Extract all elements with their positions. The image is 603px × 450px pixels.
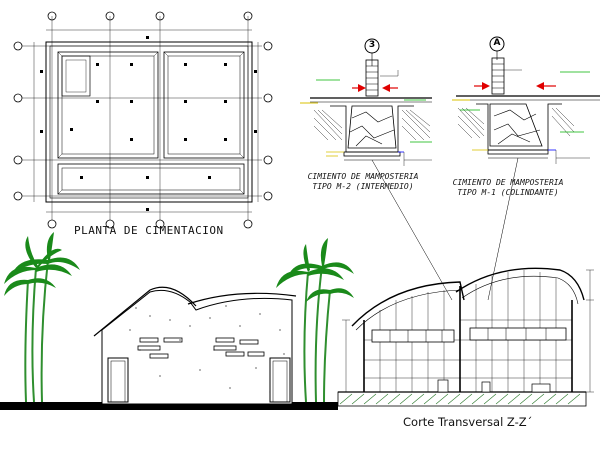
section-title: Corte Transversal Z-Z´ (403, 415, 533, 429)
detail-m2-title: CIMIENTO DE MAMPOSTERIA TIPO M-2 (INTERM… (298, 172, 428, 192)
plan-title: PLANTA DE CIMENTACION (74, 224, 224, 237)
detail-m1-title: CIMIENTO DE MAMPOSTERIA TIPO M-1 (COLIND… (448, 178, 568, 198)
axis-tag-a: A (493, 38, 501, 48)
palm-trees-left (4, 232, 80, 403)
leader-line (371, 159, 453, 301)
section-zz (337, 267, 594, 407)
foundation-plan (13, 11, 273, 229)
detail-m1-title-line1: CIMIENTO DE MAMPOSTERIA (452, 178, 564, 187)
elevation (0, 286, 338, 410)
detail-m1 (452, 36, 600, 164)
leader-line (487, 157, 519, 301)
palm-trees-right (276, 238, 354, 403)
detail-m1-title-line2: TIPO M-1 (COLINDANTE) (457, 188, 559, 197)
detail-m2-title-line1: CIMIENTO DE MAMPOSTERIA (307, 172, 419, 181)
axis-tag-3: 3 (368, 40, 376, 50)
plan-column-marks (40, 36, 257, 211)
detail-m2-title-line2: TIPO M-2 (INTERMEDIO) (312, 182, 414, 191)
detail-m2 (300, 38, 432, 166)
